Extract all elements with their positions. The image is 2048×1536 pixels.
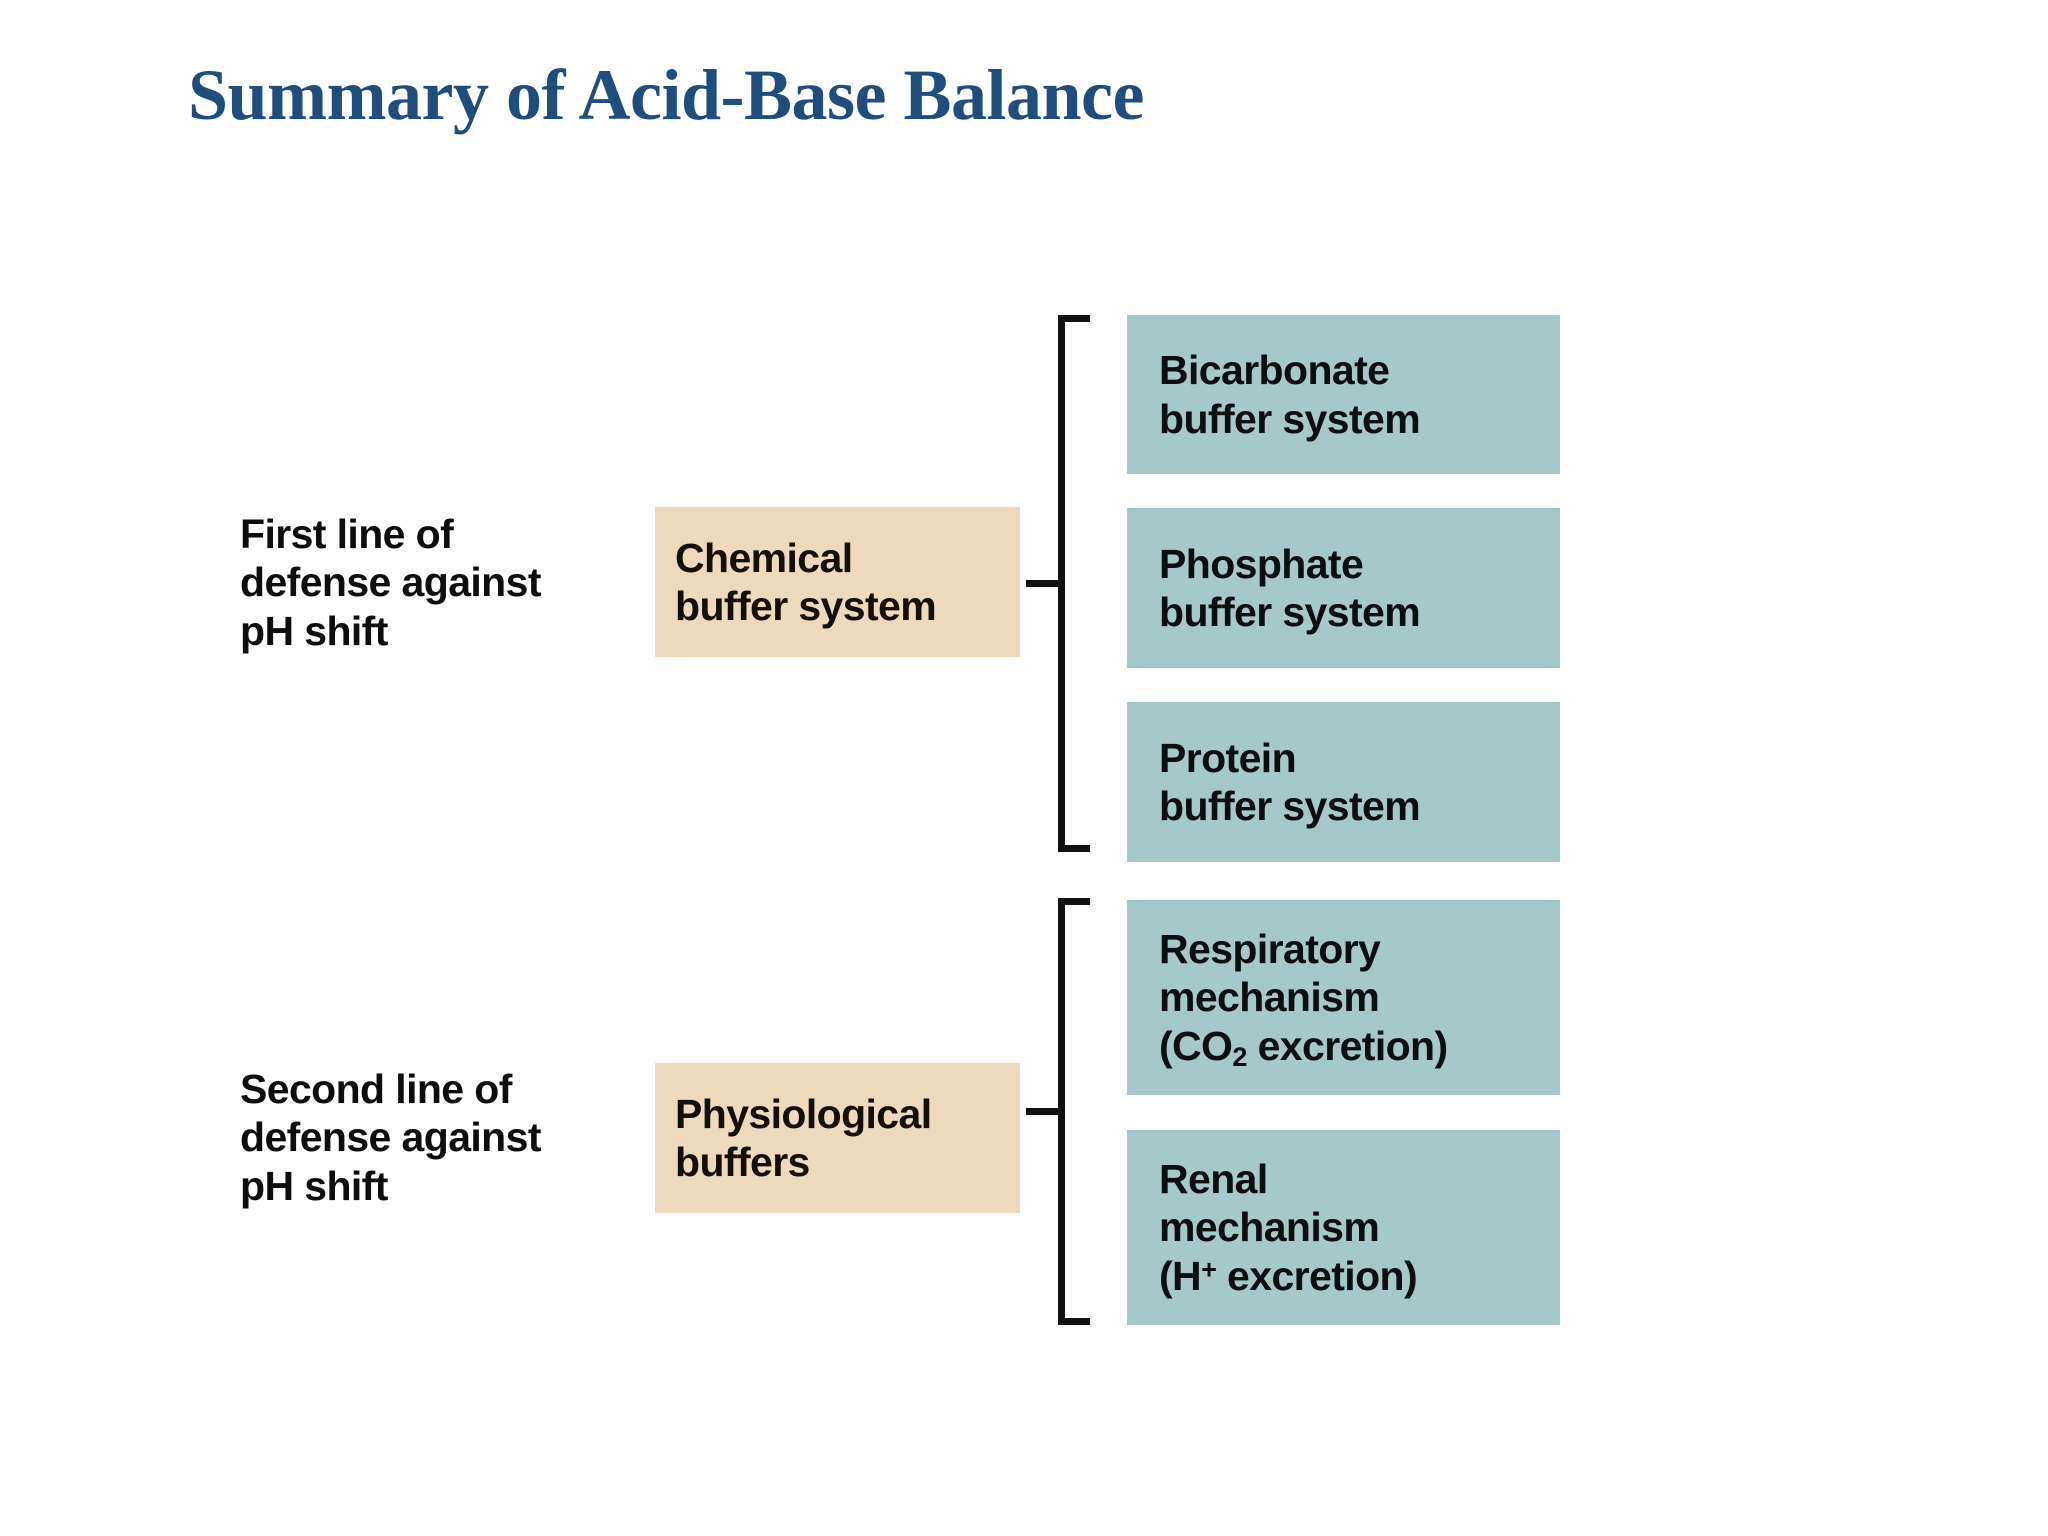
stage-label-second-line: Second line of defense against pH shift	[240, 1065, 670, 1210]
mechanism-box-line: buffer system	[1159, 783, 1421, 829]
category-box-text: Physiological buffers	[675, 1090, 932, 1187]
stage-label-line: defense against	[240, 559, 541, 606]
category-box-physiological-buffers[interactable]: Physiological buffers	[655, 1063, 1020, 1213]
mechanism-box-line: Protein	[1159, 734, 1297, 781]
bracket-connector-stub	[1026, 1108, 1060, 1115]
bracket-spine	[1058, 898, 1065, 1325]
category-box-chemical-buffer-system[interactable]: Chemical buffer system	[655, 507, 1020, 657]
mechanism-box-phosphate-buffer-system[interactable]: Phosphate buffer system	[1127, 508, 1560, 668]
mechanism-box-renal-mechanism[interactable]: Renal mechanism (H+ excretion)	[1127, 1130, 1560, 1325]
category-box-line: buffers	[675, 1139, 810, 1185]
stage-label-line: First line of	[240, 511, 454, 557]
mechanism-box-line: Respiratory	[1159, 925, 1381, 972]
bracket-spine	[1058, 315, 1065, 852]
bracket-arm-top	[1058, 898, 1090, 905]
mechanism-box-line: Renal	[1159, 1155, 1268, 1202]
mechanism-box-line: Phosphate	[1159, 540, 1364, 587]
mechanism-box-line: mechanism	[1159, 974, 1380, 1021]
mechanism-box-line: (CO2 excretion)	[1159, 1022, 1448, 1072]
mechanism-box-text: Phosphate buffer system	[1159, 540, 1421, 637]
mechanism-box-line: Bicarbonate	[1159, 347, 1390, 394]
mechanism-box-text: Bicarbonate buffer system	[1159, 346, 1421, 443]
mechanism-box-text: Protein buffer system	[1159, 734, 1421, 831]
category-box-text: Chemical buffer system	[675, 534, 937, 631]
page-title: Summary of Acid-Base Balance	[188, 55, 1144, 135]
bracket-connector-stub	[1026, 580, 1060, 587]
bracket-arm-top	[1058, 315, 1090, 322]
bracket-arm-bottom	[1058, 845, 1090, 852]
stage-label-first-line: First line of defense against pH shift	[240, 510, 670, 655]
mechanism-box-text: Renal mechanism (H+ excretion)	[1159, 1155, 1418, 1300]
mechanism-box-protein-buffer-system[interactable]: Protein buffer system	[1127, 702, 1560, 862]
category-box-line: Chemical	[675, 534, 853, 581]
category-box-line: Physiological	[675, 1090, 932, 1137]
stage-label-line: Second line of	[240, 1066, 512, 1112]
mechanism-box-line: buffer system	[1159, 395, 1421, 442]
stage-label-line: pH shift	[240, 1162, 388, 1209]
mechanism-box-line: mechanism	[1159, 1204, 1380, 1251]
mechanism-box-line: (H+ excretion)	[1159, 1252, 1418, 1299]
bracket-arm-bottom	[1058, 1318, 1090, 1325]
mechanism-box-text: Respiratory mechanism (CO2 excretion)	[1159, 925, 1448, 1070]
stage-label-line: defense against	[240, 1114, 541, 1161]
category-box-line: buffer system	[675, 583, 937, 629]
mechanism-box-respiratory-mechanism[interactable]: Respiratory mechanism (CO2 excretion)	[1127, 900, 1560, 1095]
stage-label-line: pH shift	[240, 607, 388, 654]
mechanism-box-line: buffer system	[1159, 589, 1421, 635]
mechanism-box-bicarbonate-buffer-system[interactable]: Bicarbonate buffer system	[1127, 315, 1560, 474]
